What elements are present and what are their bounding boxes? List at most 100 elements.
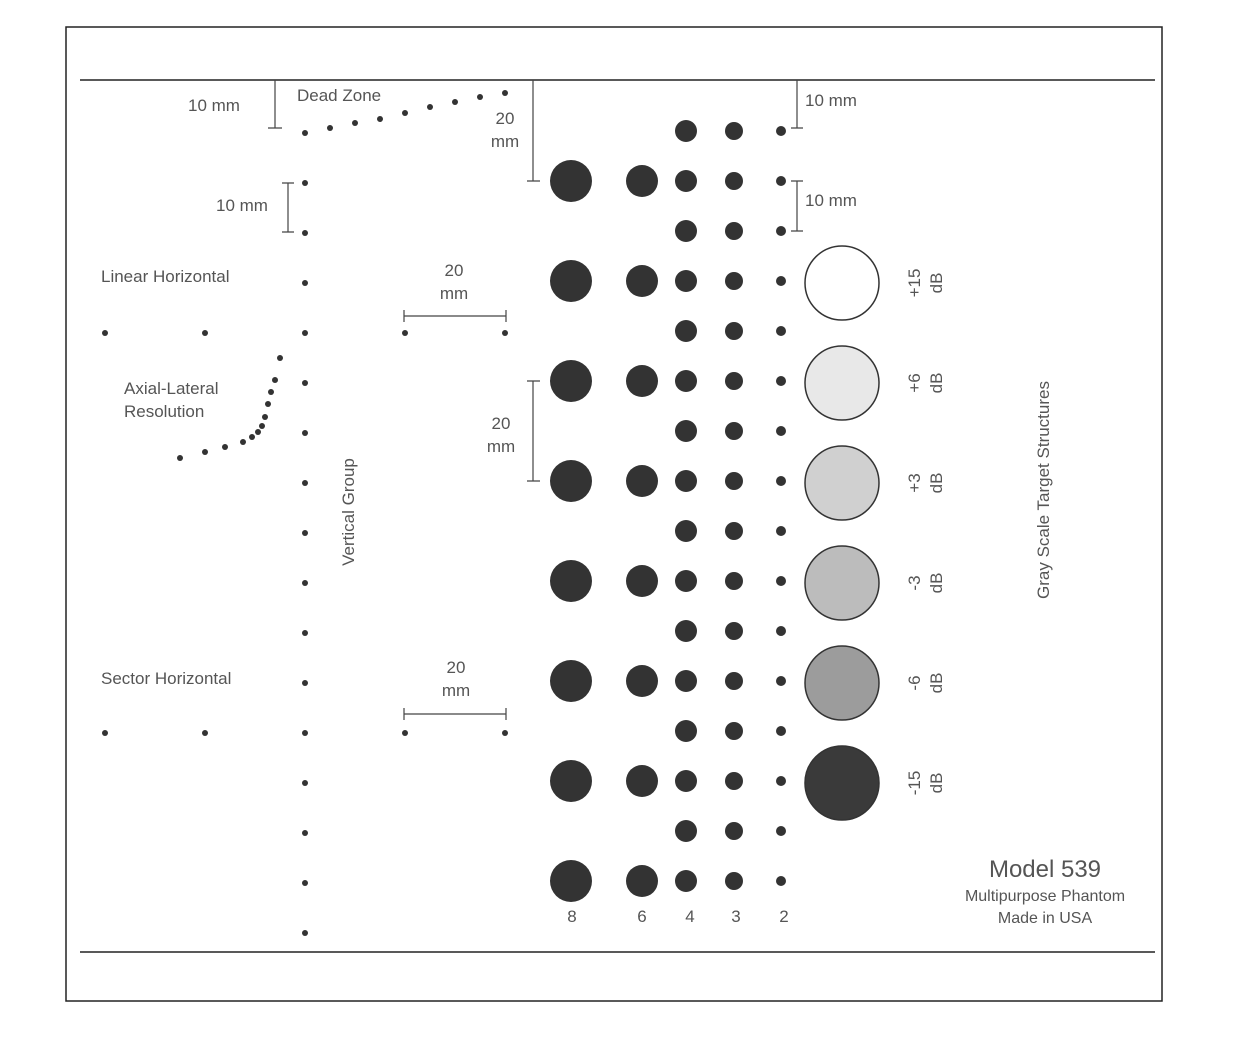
cyst-target-2mm (776, 476, 786, 486)
cyst-target-3mm (725, 222, 743, 240)
dead-zone-target (452, 99, 458, 105)
vertical-group-target (302, 530, 308, 536)
sector-horizontal-target (502, 730, 508, 736)
gray-target-+6 (804, 345, 880, 421)
cyst-target-3mm (725, 622, 743, 640)
vertical-group-target (302, 480, 308, 486)
gray-target-value: +6 (905, 373, 924, 392)
axial-lateral-target (268, 389, 274, 395)
dim-20-top-label: 20 (496, 109, 515, 128)
sector-horizontal-target (402, 730, 408, 736)
axial-lateral-label-line2: Resolution (124, 402, 204, 421)
cyst-target-4mm (675, 170, 697, 192)
cyst-target-2mm (776, 226, 786, 236)
cyst-target-2mm (776, 526, 786, 536)
cyst-target-4mm (675, 620, 697, 642)
vertical-group-label: Vertical Group (339, 458, 358, 566)
cyst-target-4mm (675, 720, 697, 742)
gray-scale-label: Gray Scale Target Structures (1034, 381, 1053, 599)
column-label-4: 4 (685, 907, 694, 926)
dead-zone-target (477, 94, 483, 100)
vertical-group-target (302, 330, 308, 336)
dim-10mm-top-right-label: 10 mm (805, 91, 857, 110)
cyst-target-6mm (626, 265, 658, 297)
cyst-target-6mm (626, 565, 658, 597)
axial-lateral-target (277, 355, 283, 361)
cyst-target-4mm (675, 320, 697, 342)
cyst-target-2mm (776, 126, 786, 136)
cyst-target-6mm (626, 365, 658, 397)
axial-lateral-target (259, 423, 265, 429)
dim-20-mid-label: 20 (492, 414, 511, 433)
cyst-target-8mm (550, 460, 592, 502)
dead-zone-target (302, 130, 308, 136)
gray-target--6 (804, 645, 880, 721)
dead-zone-label: Dead Zone (297, 86, 381, 105)
cyst-target-4mm (675, 220, 697, 242)
cyst-target-2mm (776, 676, 786, 686)
gray-target-value: +3 (905, 473, 924, 492)
dim-20-sector-label: 20 (447, 658, 466, 677)
cyst-target-6mm (626, 865, 658, 897)
dead-zone-target (377, 116, 383, 122)
cyst-target-6mm (626, 465, 658, 497)
column-label-6: 6 (637, 907, 646, 926)
vertical-group-target (302, 880, 308, 886)
dim-mm-mid-label: mm (487, 437, 515, 456)
axial-lateral-target (249, 434, 255, 440)
cyst-target-3mm (725, 172, 743, 190)
gray-target-value: -15 (905, 771, 924, 796)
axial-lateral-target (240, 439, 246, 445)
dim-10mm-right-label: 10 mm (805, 191, 857, 210)
cyst-target-3mm (725, 872, 743, 890)
cyst-target-2mm (776, 876, 786, 886)
gray-target-value: -6 (905, 675, 924, 690)
cyst-target-3mm (725, 672, 743, 690)
vertical-group-target (302, 930, 308, 936)
linear-horizontal-target (102, 330, 108, 336)
linear-horizontal-target (402, 330, 408, 336)
vertical-group-target (302, 730, 308, 736)
bracket-20mm-linear (403, 310, 507, 322)
dim-10mm-vertical-label: 10 mm (216, 196, 268, 215)
cyst-target-6mm (626, 165, 658, 197)
cyst-target-2mm (776, 576, 786, 586)
cyst-target-8mm (550, 360, 592, 402)
cyst-target-2mm (776, 276, 786, 286)
cyst-target-3mm (725, 122, 743, 140)
cyst-target-6mm (626, 765, 658, 797)
gray-target-unit: dB (927, 573, 946, 594)
cyst-target-4mm (675, 520, 697, 542)
gray-target-unit: dB (927, 373, 946, 394)
cyst-target-2mm (776, 626, 786, 636)
cyst-target-3mm (725, 272, 743, 290)
bracket-10mm-right (791, 180, 803, 232)
cyst-target-3mm (725, 822, 743, 840)
axial-lateral-target (255, 429, 261, 435)
axial-lateral-target (272, 377, 278, 383)
column-label-2: 2 (779, 907, 788, 926)
cyst-target-8mm (550, 260, 592, 302)
cyst-target-4mm (675, 420, 697, 442)
vertical-group-target (302, 180, 308, 186)
cyst-target-2mm (776, 176, 786, 186)
dead-zone-target (327, 125, 333, 131)
dim-mm-sector-label: mm (442, 681, 470, 700)
vertical-group-targets (302, 180, 308, 936)
cyst-target-4mm (675, 470, 697, 492)
cyst-target-4mm (675, 270, 697, 292)
vertical-group-target (302, 580, 308, 586)
bracket-20mm-sector (403, 708, 507, 720)
cyst-target-3mm (725, 472, 743, 490)
cyst-target-4mm (675, 820, 697, 842)
axial-lateral-target (222, 444, 228, 450)
gray-scale-targets (804, 245, 880, 821)
gray-target-+15 (804, 245, 880, 321)
sector-horizontal-target (102, 730, 108, 736)
sector-horizontal-targets (102, 730, 508, 736)
bracket-10mm-top-right (791, 80, 803, 129)
